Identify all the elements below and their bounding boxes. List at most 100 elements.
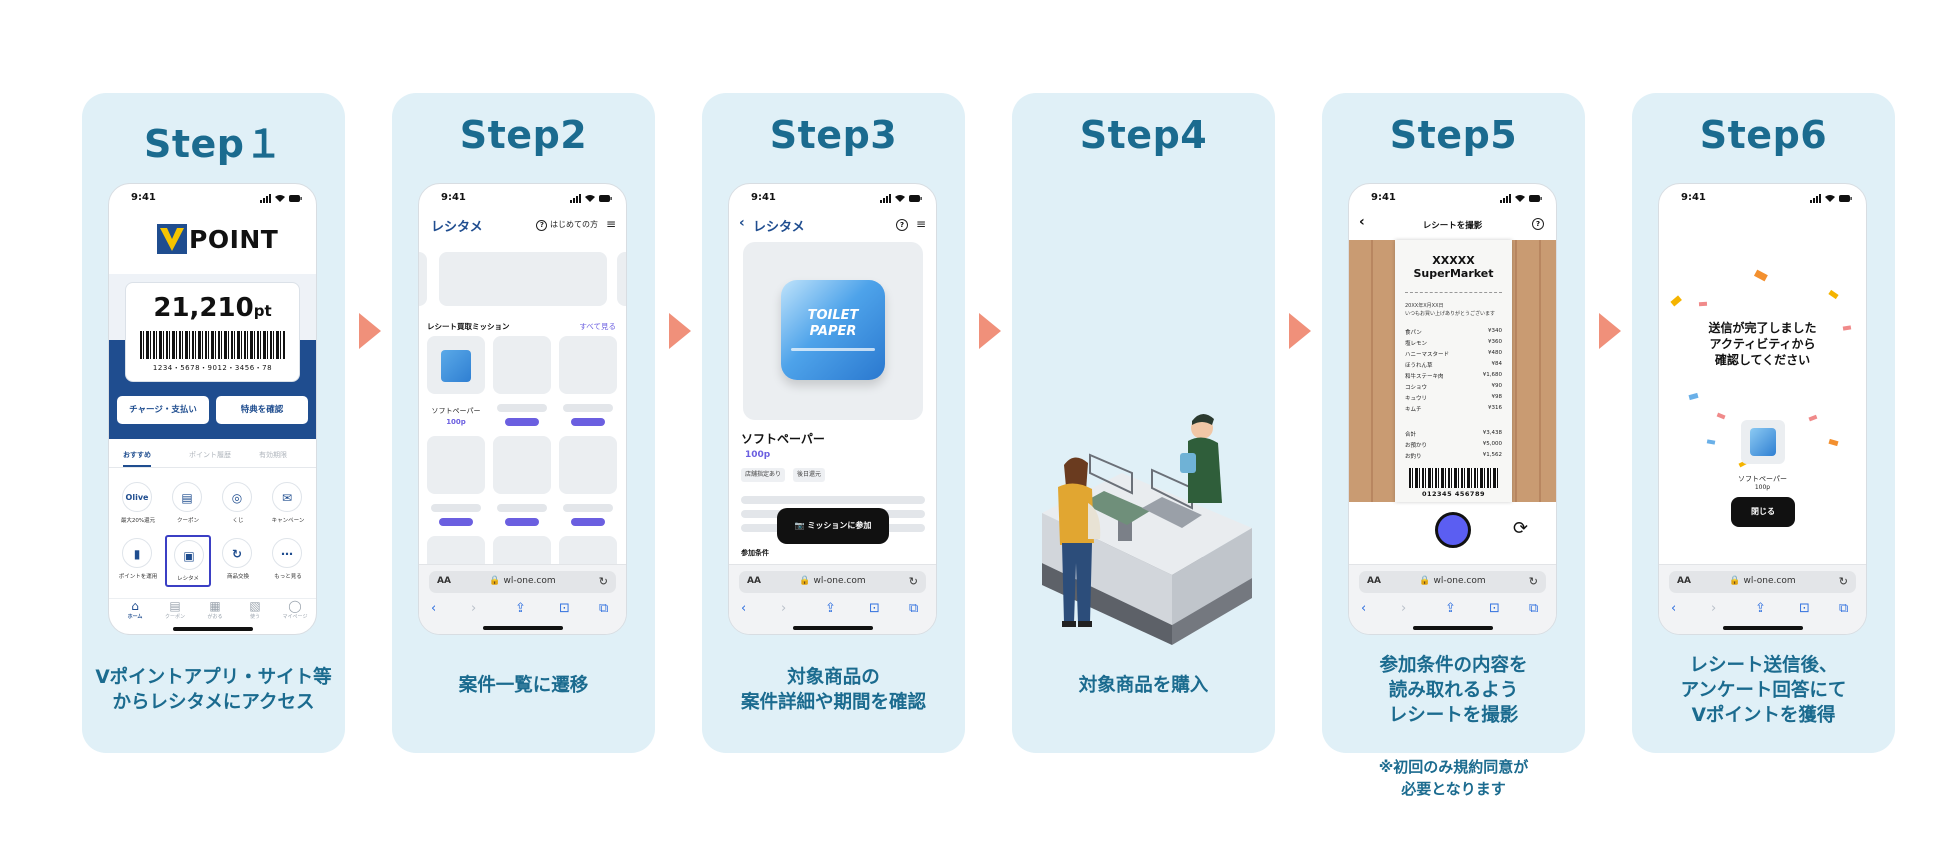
forward-icon[interactable]: › (781, 601, 787, 616)
menu-item-label: キャンペーン (271, 518, 305, 524)
help-link[interactable]: ? はじめての方 (536, 219, 598, 231)
tab-history[interactable]: ポイント履歴 (189, 451, 231, 459)
back-icon[interactable]: ‹ (431, 601, 437, 616)
bottom-nav-item-3[interactable]: ▧ 使う (237, 599, 273, 627)
member-barcode (140, 331, 285, 359)
mission-tile[interactable] (427, 436, 485, 494)
menu-item-2[interactable]: ◎ くじ (215, 479, 261, 531)
join-mission-button[interactable]: 📷 ミッションに参加 (777, 508, 889, 544)
placeholder-line (497, 504, 547, 512)
reload-icon[interactable]: ↻ (1528, 575, 1538, 588)
placeholder-badge (505, 418, 539, 426)
back-button[interactable]: ‹ (1359, 214, 1365, 230)
reload-icon[interactable]: ↻ (1838, 575, 1848, 588)
close-button[interactable]: 閉じる (1731, 497, 1795, 527)
menu-item-4[interactable]: ▮ ポイントを運用 (115, 535, 161, 587)
shutter-button[interactable] (1435, 512, 1471, 548)
text-size-button[interactable]: AA (1677, 576, 1691, 586)
text-size-button[interactable]: AA (1367, 576, 1381, 586)
mission-tile[interactable] (559, 436, 617, 494)
tabs-icon[interactable]: ⧉ (909, 601, 919, 616)
share-icon[interactable]: ⇪ (515, 601, 526, 616)
reload-icon[interactable]: ↻ (908, 575, 918, 588)
menu-item-1[interactable]: ▤ クーポン (165, 479, 211, 531)
confetti-piece (1688, 392, 1699, 401)
help-icon[interactable]: ? (896, 219, 908, 231)
back-icon[interactable]: ‹ (1671, 601, 1677, 616)
address-bar[interactable]: AA 🔒 wl-one.com ↻ (1359, 571, 1546, 593)
menu-item-icon: ◎ (222, 482, 252, 512)
confetti-piece (1670, 295, 1682, 307)
bottom-nav-item-4[interactable]: ◯ マイページ (277, 599, 313, 627)
bookmarks-icon[interactable]: ⊡ (1799, 601, 1810, 616)
bottom-nav-item-2[interactable]: ▦ がおる (197, 599, 233, 627)
conditions-heading: 参加条件 (741, 549, 769, 557)
benefit-button[interactable]: 特典を確認 (216, 396, 308, 424)
confetti-piece (1808, 414, 1818, 422)
share-icon[interactable]: ⇪ (825, 601, 836, 616)
forward-icon[interactable]: › (1711, 601, 1717, 616)
tab-expiry[interactable]: 有効期限 (259, 451, 287, 459)
placeholder-line (563, 504, 613, 512)
switch-camera-icon[interactable]: ⟳ (1513, 518, 1529, 539)
mission-tile[interactable] (559, 336, 617, 394)
back-icon[interactable]: ‹ (741, 601, 747, 616)
see-all-link[interactable]: すべて見る (579, 322, 616, 331)
step-title: Step4 (1079, 113, 1208, 157)
step-caption: Vポイントアプリ・サイト等 からレシタメにアクセス (95, 667, 332, 713)
app-brand[interactable]: レシタメ (431, 220, 483, 235)
tabs-icon[interactable]: ⧉ (1529, 601, 1539, 616)
menu-item-icon: ⋯ (272, 538, 302, 568)
reload-icon[interactable]: ↻ (598, 575, 608, 588)
forward-icon[interactable]: › (471, 601, 477, 616)
tabs-icon[interactable]: ⧉ (1839, 601, 1849, 616)
bottom-nav-item-0[interactable]: ⌂ ホーム (117, 599, 153, 627)
menu-item-0[interactable]: Olive 最大20%還元 (115, 479, 161, 531)
tabs-icon[interactable]: ⧉ (599, 601, 609, 616)
bookmarks-icon[interactable]: ⊡ (1489, 601, 1500, 616)
step-caption: 対象商品を購入 (1078, 675, 1209, 696)
step-caption: 対象商品の 案件詳細や期間を確認 (740, 667, 926, 713)
help-icon[interactable]: ? (1532, 218, 1544, 230)
address-bar[interactable]: AA 🔒 wl-one.com ↻ (429, 571, 616, 593)
address-bar[interactable]: AA 🔒 wl-one.com ↻ (739, 571, 926, 593)
bookmarks-icon[interactable]: ⊡ (869, 601, 880, 616)
bottom-nav-item-1[interactable]: ▤ クーポン (157, 599, 193, 627)
receipt-line: 塩レモン¥360 (1405, 339, 1502, 347)
back-button[interactable]: ‹ (739, 215, 745, 231)
menu-icon[interactable]: ≡ (915, 217, 926, 231)
banner-carousel[interactable] (419, 252, 626, 306)
menu-item-5[interactable]: ▣ レシタメ (165, 535, 211, 587)
points-card[interactable]: 21,210pt 1234・5678・9012・3456・78 (125, 282, 300, 382)
phone-mockup: 9:41 レシタメ ? はじめての方 ≡ レシート買取ミッション すべて見る ソ… (418, 183, 627, 635)
mission-tile[interactable] (493, 336, 551, 394)
menu-item-7[interactable]: ⋯ もっと見る (265, 535, 311, 587)
text-size-button[interactable]: AA (747, 576, 761, 586)
bookmarks-icon[interactable]: ⊡ (559, 601, 570, 616)
mission-tile[interactable] (493, 436, 551, 494)
step-card-3: Step3 9:41 ‹ レシタメ ? ≡ TOILET PAPER ソフトペー… (702, 93, 965, 753)
charge-pay-button[interactable]: チャージ・支払い (117, 396, 209, 424)
back-icon[interactable]: ‹ (1361, 601, 1367, 616)
share-icon[interactable]: ⇪ (1445, 601, 1456, 616)
app-brand[interactable]: レシタメ (753, 220, 805, 235)
forward-icon[interactable]: › (1401, 601, 1407, 616)
product-points: 100p (1754, 484, 1771, 491)
v-point-logo: POINT (157, 224, 278, 254)
url-text: 🔒 wl-one.com (489, 576, 556, 586)
phone-mockup: 9:41 ‹ レシタメ ? ≡ TOILET PAPER ソフトペーパー 100… (728, 183, 937, 635)
menu-icon[interactable]: ≡ (605, 217, 616, 231)
menu-item-icon: ↻ (222, 538, 252, 568)
text-size-button[interactable]: AA (437, 576, 451, 586)
menu-item-3[interactable]: ✉ キャンペーン (265, 479, 311, 531)
menu-item-6[interactable]: ↻ 商品交換 (215, 535, 261, 587)
bottom-nav-icon: ◯ (288, 599, 302, 613)
tab-recommend[interactable]: おすすめ (123, 450, 151, 467)
share-icon[interactable]: ⇪ (1755, 601, 1766, 616)
address-bar[interactable]: AA 🔒 wl-one.com ↻ (1669, 571, 1856, 593)
status-icons (1810, 194, 1852, 203)
product-name: ソフトペーパー (1738, 475, 1787, 483)
banner-next (617, 252, 626, 306)
checkout-illustration (1042, 413, 1252, 645)
